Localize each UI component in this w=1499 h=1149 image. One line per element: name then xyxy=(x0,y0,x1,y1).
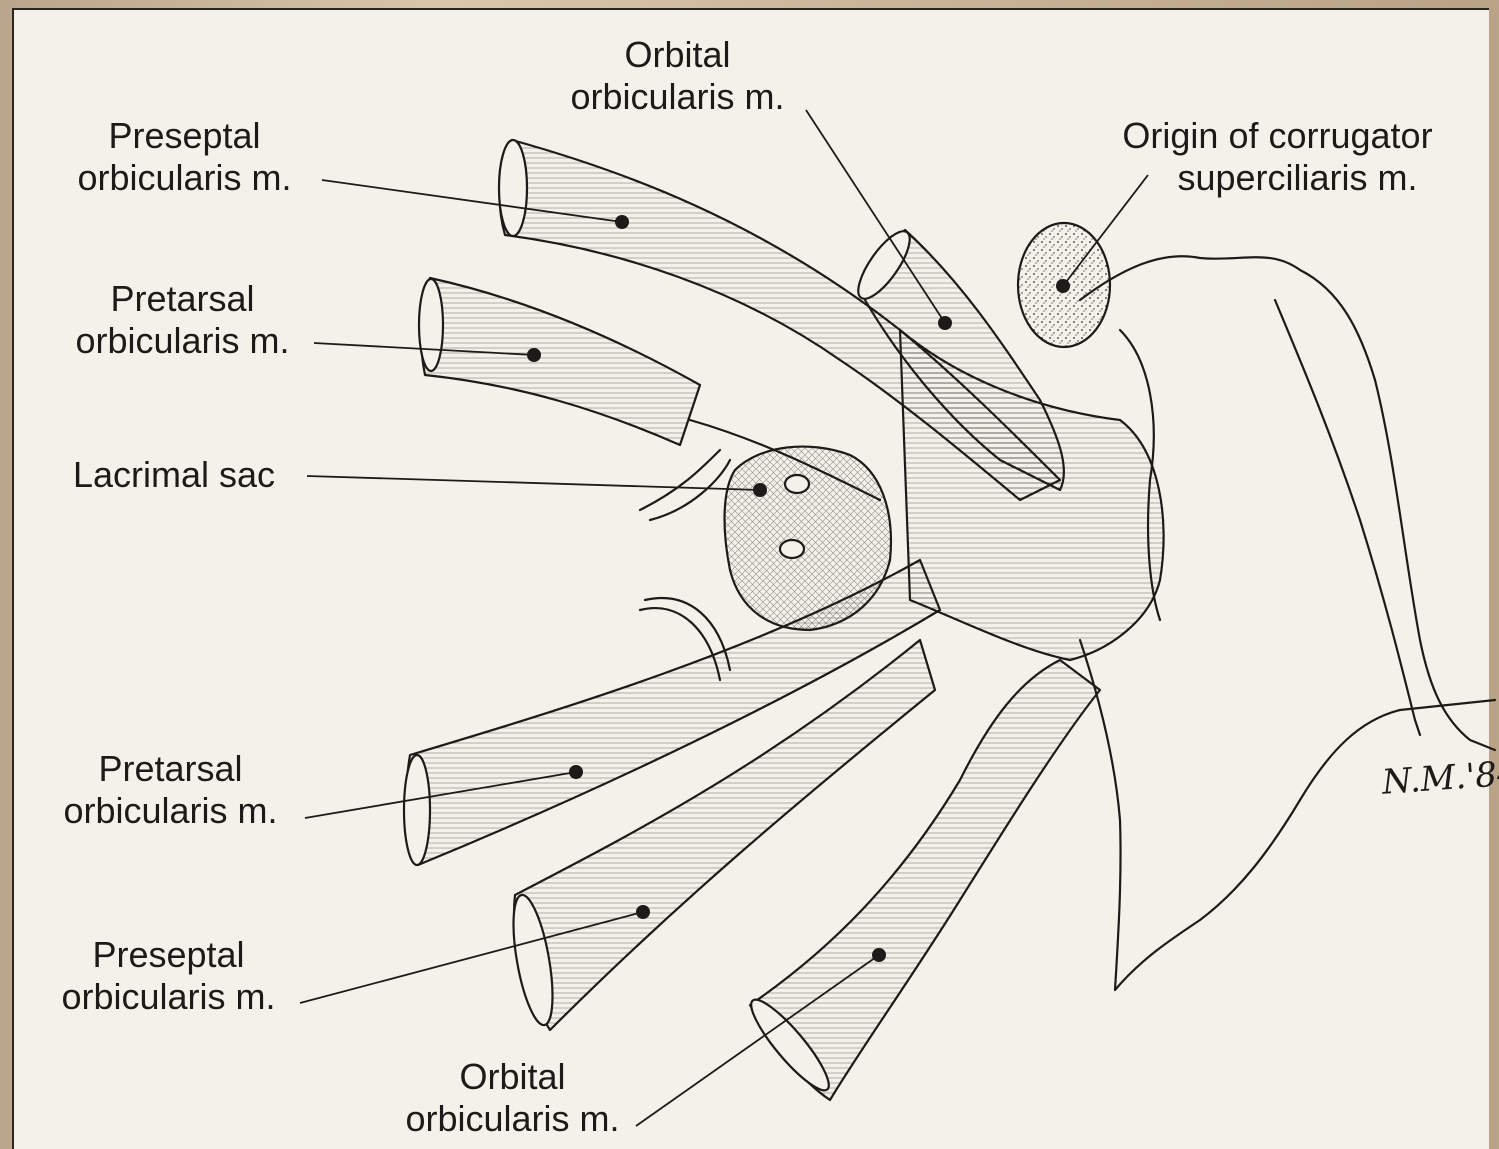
label-line: Preseptal xyxy=(36,934,301,976)
label-line: Pretarsal xyxy=(50,278,315,320)
label-line: orbicularis m. xyxy=(52,157,317,199)
label-line: Orbital xyxy=(545,34,810,76)
dot-lacrimal-sac xyxy=(753,483,767,497)
nasal-bone-inner xyxy=(1275,300,1420,735)
label-line: superciliaris m. xyxy=(1085,157,1470,199)
dot-orbital-upper xyxy=(938,316,952,330)
label-pretarsal-upper: Pretarsal orbicularis m. xyxy=(50,278,315,362)
label-line: Orbital xyxy=(380,1056,645,1098)
label-line: orbicularis m. xyxy=(36,976,301,1018)
dot-pretarsal-lower xyxy=(569,765,583,779)
label-line: orbicularis m. xyxy=(50,320,315,362)
label-line: Pretarsal xyxy=(38,748,303,790)
label-line: Origin of corrugator xyxy=(1085,115,1470,157)
dot-preseptal-lower xyxy=(636,905,650,919)
label-preseptal-lower: Preseptal orbicularis m. xyxy=(36,934,301,1018)
label-line: Lacrimal sac xyxy=(46,454,302,496)
maxilla-outline xyxy=(1080,640,1495,990)
label-lacrimal-sac: Lacrimal sac xyxy=(46,454,302,496)
dot-corrugator xyxy=(1056,279,1070,293)
pretarsal-upper-band xyxy=(421,278,700,445)
label-pretarsal-lower: Pretarsal orbicularis m. xyxy=(38,748,303,832)
leader-lacrimal-sac xyxy=(307,476,760,490)
dot-preseptal-upper xyxy=(615,215,629,229)
dot-pretarsal-upper xyxy=(527,348,541,362)
label-orbital-upper: Orbital orbicularis m. xyxy=(545,34,810,118)
label-line: orbicularis m. xyxy=(38,790,303,832)
label-corrugator: Origin of corrugator superciliaris m. xyxy=(1085,115,1470,199)
label-preseptal-upper: Preseptal orbicularis m. xyxy=(52,115,317,199)
label-orbital-lower: Orbital orbicularis m. xyxy=(380,1056,645,1140)
dot-orbital-lower xyxy=(872,948,886,962)
label-line: orbicularis m. xyxy=(380,1098,645,1140)
orbital-lower-band xyxy=(750,660,1100,1100)
label-line: Preseptal xyxy=(52,115,317,157)
label-line: orbicularis m. xyxy=(545,76,810,118)
artist-signature: N.M.'84 xyxy=(1381,753,1499,802)
